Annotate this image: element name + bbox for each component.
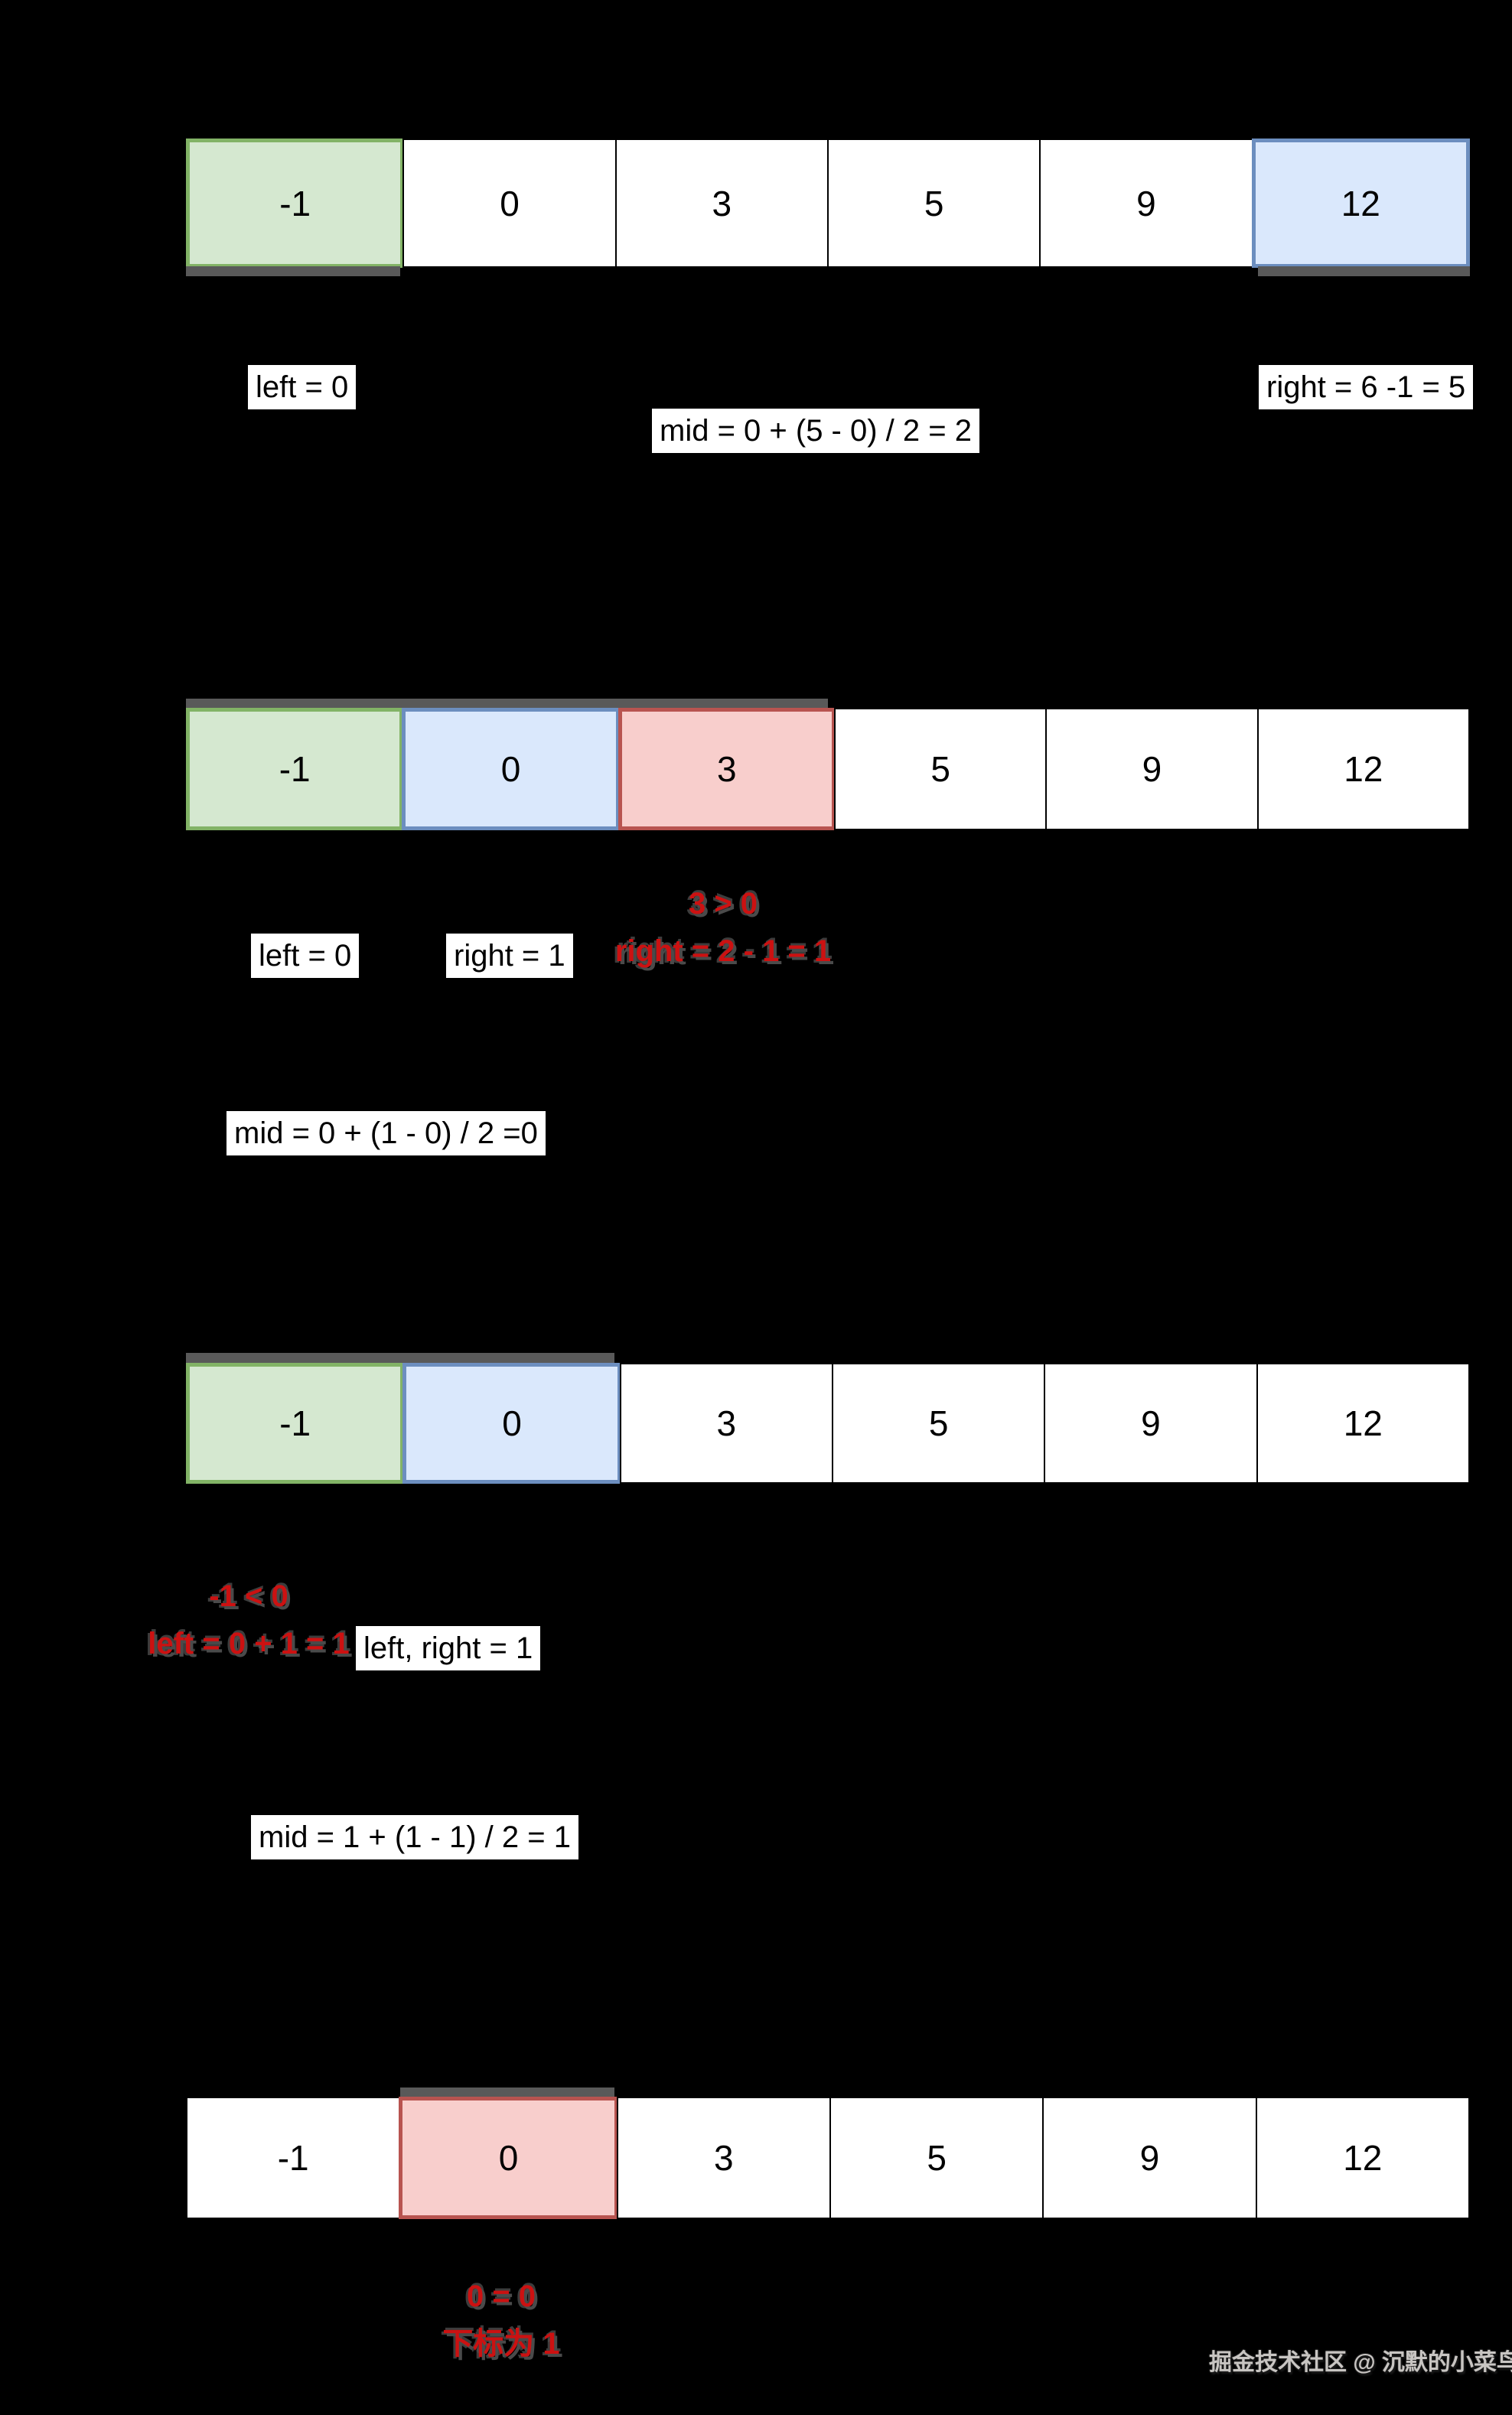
- array-cell: 5: [833, 708, 1048, 830]
- array-cell: 0: [399, 2097, 618, 2219]
- array-cell: 0: [402, 1363, 621, 1484]
- array-cell: 5: [829, 2097, 1044, 2219]
- array-cell: 9: [1039, 139, 1253, 268]
- step2-left-label: left = 0: [251, 934, 360, 978]
- array-cell: 9: [1042, 2097, 1257, 2219]
- step1-left-label: left = 0: [248, 365, 357, 409]
- array-cell: 12: [1255, 2097, 1470, 2219]
- step3-red-annotation: -1 < 0 left = 0 + 1 = 1: [107, 1573, 390, 1667]
- array-cell: -1: [186, 2097, 401, 2219]
- array-cell: 9: [1044, 1363, 1258, 1484]
- array-cell: 5: [831, 1363, 1046, 1484]
- step4-result: 下标为 1: [442, 2327, 560, 2361]
- step2-update: right = 2 - 1 = 1: [614, 934, 832, 968]
- step3-pointers-label: left, right = 1: [356, 1626, 541, 1670]
- watermark: 掘金技术社区 @ 沉默的小菜鸟: [1209, 2350, 1512, 2375]
- array-cell: 5: [826, 139, 1041, 268]
- array-cell: 12: [1256, 1363, 1470, 1484]
- array-cell: -1: [186, 708, 404, 830]
- array-cell: 12: [1256, 708, 1470, 830]
- array-cell: 0: [402, 139, 617, 268]
- array-row-step1: -1 0 3 5 9 12: [186, 139, 1470, 268]
- arrow-remnant: [186, 699, 828, 709]
- step1-right-label: right = 6 -1 = 5: [1259, 365, 1474, 409]
- step3-comparison: -1 < 0: [209, 1579, 288, 1613]
- arrow-remnant: [1258, 266, 1470, 276]
- array-row-step4: -1 0 3 5 9 12: [186, 2097, 1470, 2219]
- arrow-remnant: [186, 266, 400, 276]
- array-row-step2: -1 0 3 5 9 12: [186, 708, 1470, 830]
- step4-comparison: 0 = 0: [466, 2280, 536, 2313]
- step2-red-annotation: 3 > 0 right = 2 - 1 = 1: [528, 880, 918, 975]
- array-cell: 3: [614, 139, 829, 268]
- arrow-remnant: [400, 2087, 614, 2097]
- step4-red-annotation: 0 = 0 下标为 1: [367, 2273, 635, 2368]
- array-cell: -1: [186, 139, 405, 268]
- array-cell: 3: [618, 708, 836, 830]
- step2-right-label: right = 1: [446, 934, 573, 978]
- step3-mid-label: mid = 1 + (1 - 1) / 2 = 1: [251, 1815, 578, 1859]
- array-cell: 3: [616, 2097, 831, 2219]
- step2-comparison: 3 > 0: [688, 887, 758, 921]
- step1-mid-label: mid = 0 + (5 - 0) / 2 = 2: [652, 409, 979, 453]
- array-cell: 3: [619, 1363, 833, 1484]
- step3-update: left = 0 + 1 = 1: [148, 1627, 350, 1661]
- array-cell: -1: [186, 1363, 405, 1484]
- arrow-remnant: [186, 1353, 614, 1363]
- array-row-step3: -1 0 3 5 9 12: [186, 1363, 1470, 1484]
- step2-mid-label: mid = 0 + (1 - 0) / 2 =0: [226, 1111, 546, 1155]
- array-cell: 12: [1251, 139, 1470, 268]
- array-cell: 0: [402, 708, 620, 830]
- array-cell: 9: [1045, 708, 1259, 830]
